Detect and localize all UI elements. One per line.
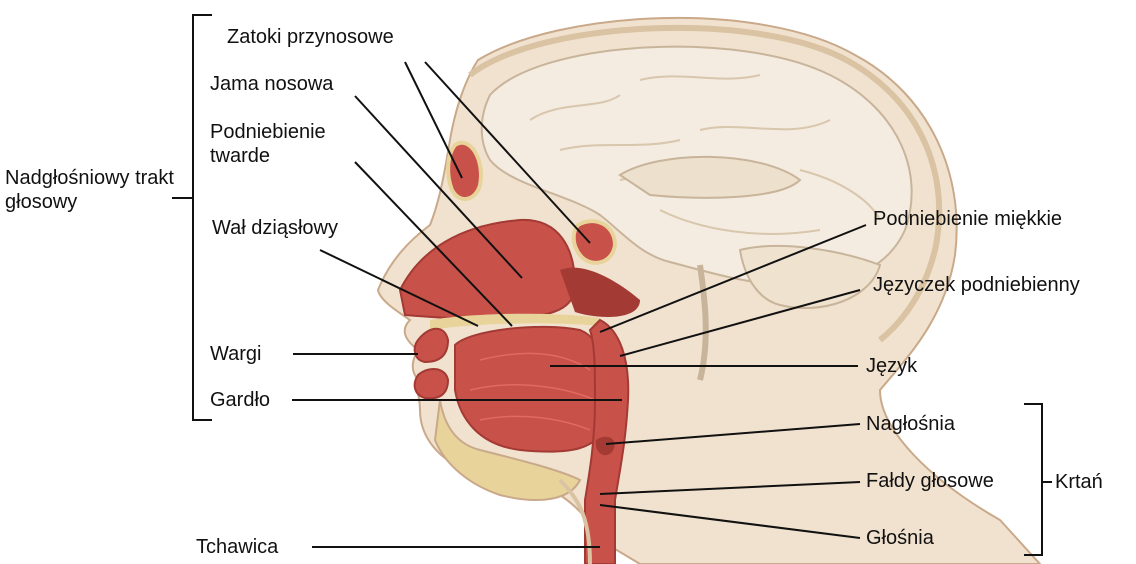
bracket-larynx (1024, 404, 1042, 555)
leader-hard-palate (355, 162, 512, 326)
leader-alveolar-ridge (320, 250, 478, 326)
label-sinuses: Zatoki przynosowe (227, 25, 394, 49)
label-alveolar-ridge: Wał dziąsłowy (212, 216, 338, 240)
label-vocal-folds: Fałdy głosowe (866, 469, 994, 493)
label-supraglottal: Nadgłośniowy trakt głosowy (5, 166, 175, 214)
label-lips: Wargi (210, 342, 261, 366)
label-nasal-cavity: Jama nosowa (210, 72, 333, 96)
label-epiglottis: Nagłośnia (866, 412, 955, 436)
label-larynx: Krtań (1055, 470, 1103, 494)
label-uvula: Języczek podniebienny (873, 273, 1080, 297)
label-supraglottal-line1: Nadgłośniowy trakt głosowy (5, 166, 175, 214)
label-hard-palate: Podniebienie twarde (210, 120, 360, 168)
leader-glottis (600, 505, 860, 538)
label-trachea: Tchawica (196, 535, 278, 559)
label-soft-palate: Podniebienie miękkie (873, 207, 1062, 231)
label-pharynx: Gardło (210, 388, 270, 412)
leader-epiglottis (606, 424, 860, 444)
label-tongue: Język (866, 354, 917, 378)
leader-vocal-folds (600, 482, 860, 494)
label-glottis: Głośnia (866, 526, 934, 550)
leader-uvula (620, 290, 860, 356)
leader-soft-palate (600, 225, 866, 332)
